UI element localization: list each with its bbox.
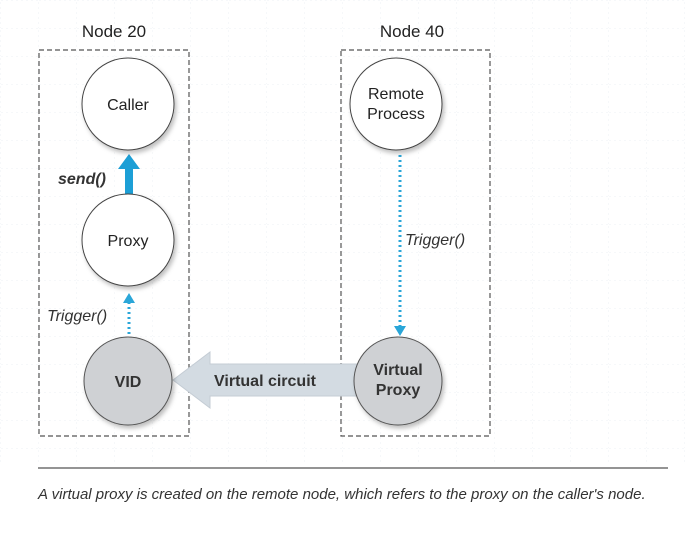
virtual-proxy-label-line2: Proxy — [376, 382, 421, 399]
vid-node: VID — [83, 336, 173, 426]
virtual-circuit-label: Virtual circuit — [214, 373, 317, 390]
virtual-circuit-arrow: Virtual circuit — [172, 350, 363, 410]
node-40-title: Node 40 — [380, 22, 444, 41]
remote-process-label-line2: Process — [367, 106, 425, 123]
remote-process-node: Remote Process — [349, 57, 443, 151]
virtual-proxy-node: Virtual Proxy — [353, 336, 443, 426]
trigger-right-arrow — [394, 155, 406, 336]
virtual-proxy-label-line1: Virtual — [373, 362, 423, 379]
caller-node: Caller — [81, 57, 175, 151]
send-arrow — [118, 154, 140, 195]
proxy-node: Proxy — [81, 193, 175, 287]
node-40-frame — [340, 49, 491, 437]
figure-caption: A virtual proxy is created on the remote… — [38, 486, 646, 503]
trigger-right-label: Trigger() — [405, 232, 465, 249]
trigger-left-arrow — [123, 293, 135, 339]
caller-label: Caller — [107, 97, 149, 114]
trigger-left-label: Trigger() — [47, 308, 107, 325]
vid-label: VID — [115, 374, 142, 391]
node-20-frame — [38, 49, 190, 437]
send-label: send() — [58, 171, 106, 188]
node-20-title: Node 20 — [82, 22, 146, 41]
remote-process-label-line1: Remote — [368, 86, 424, 103]
proxy-label: Proxy — [108, 233, 149, 250]
